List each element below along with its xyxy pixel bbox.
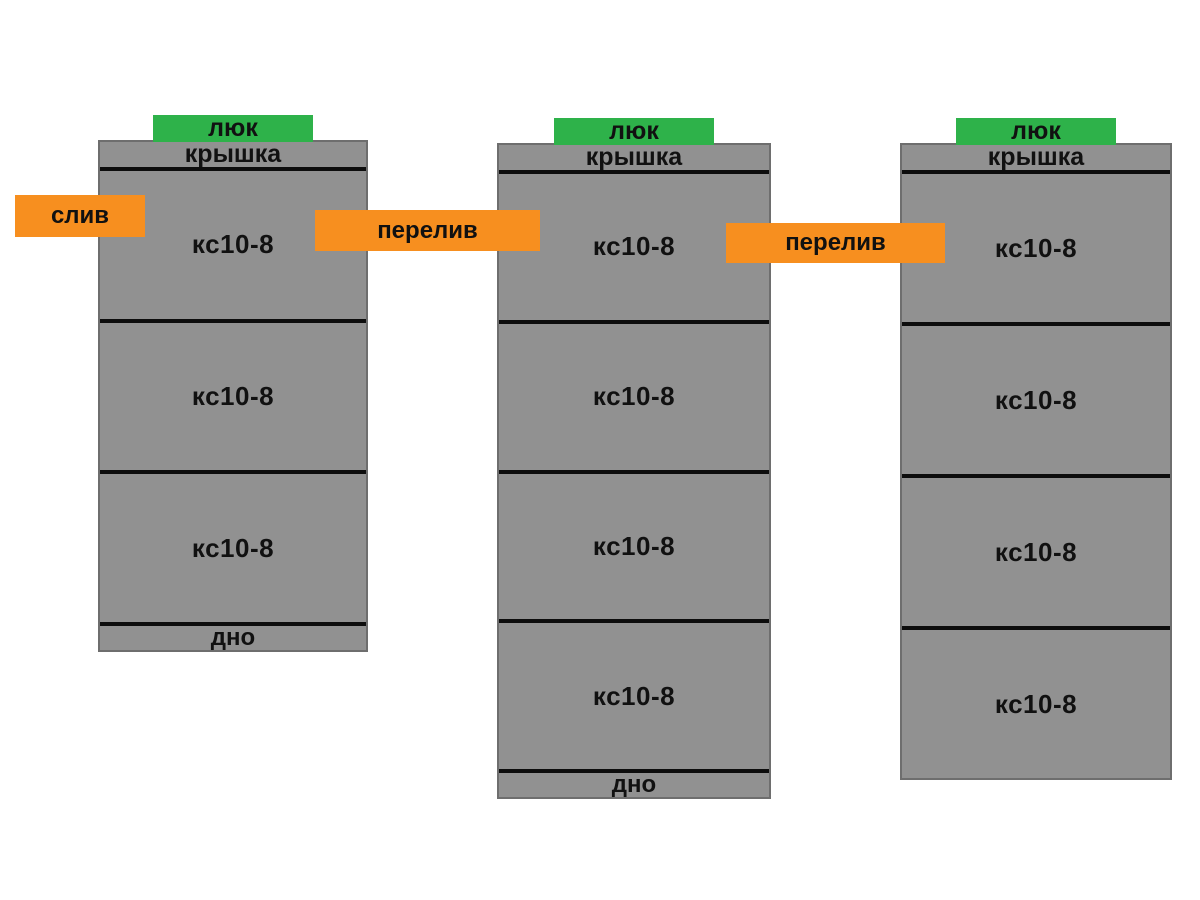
well-2-ring-2: кс10-8: [499, 319, 769, 470]
well-2-ring-3: кс10-8: [499, 469, 769, 620]
well-2-ring-1: кс10-8: [499, 170, 769, 320]
well-3-ring-2: кс10-8: [902, 322, 1170, 474]
well-3-lid-label: крышка: [987, 143, 1085, 171]
overflow-pipe-2-label: перелив: [726, 223, 945, 263]
well-1-hatch-label: люк: [153, 115, 313, 142]
well-3-ring-3: кс10-8: [902, 474, 1170, 626]
well-1-lid-label: крышка: [184, 140, 282, 168]
well-1-bottom-label: дно: [100, 622, 366, 651]
well-3-hatch-label: люк: [956, 118, 1116, 145]
well-2: люк крышка кс10-8 кс10-8 кс10-8 кс10-8 д…: [497, 118, 771, 799]
drain-pipe-label: слив: [15, 195, 145, 237]
well-2-bottom-label: дно: [499, 769, 769, 798]
well-1-ring-1: кс10-8: [100, 167, 366, 319]
well-2-hatch-label: люк: [554, 118, 714, 145]
well-2-lid-label: крышка: [585, 143, 683, 171]
well-3-ring-4: кс10-8: [902, 626, 1170, 778]
overflow-pipe-1-label: перелив: [315, 210, 540, 251]
well-3: люк крышка кс10-8 кс10-8 кс10-8 кс10-8: [900, 118, 1172, 780]
well-1-ring-2: кс10-8: [100, 318, 366, 471]
well-2-ring-4: кс10-8: [499, 619, 769, 769]
well-3-ring-1: кс10-8: [902, 170, 1170, 322]
well-1-ring-3: кс10-8: [100, 470, 366, 622]
